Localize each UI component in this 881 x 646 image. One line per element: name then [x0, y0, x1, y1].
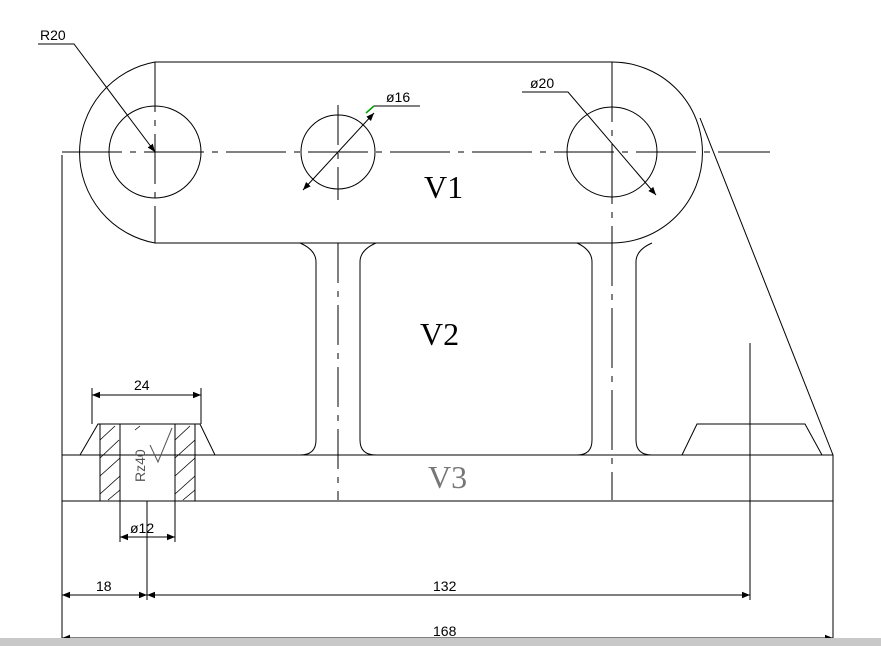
top-link-body: [79, 61, 703, 244]
roughness-symbol: [149, 427, 173, 464]
dim-overall-label: 168: [433, 623, 457, 639]
volume-v1-label: V1: [424, 169, 463, 205]
left-boss: [79, 423, 216, 501]
volume-v3-label: V3: [428, 459, 467, 495]
right-support-edge: [699, 117, 834, 456]
right-pad: [681, 423, 823, 456]
dim-boss-width-label: 24: [134, 377, 150, 393]
dim-bore-label: ø12: [130, 520, 154, 536]
dim-hole-large-label: ø20: [530, 75, 554, 91]
window-bottom-edge: [0, 638, 881, 646]
volume-v2-label: V2: [420, 316, 459, 352]
web-ribs: [299, 242, 653, 456]
base-plate: [61, 155, 834, 640]
leader-accent: [365, 105, 375, 114]
boss-hatching: [99, 425, 196, 501]
dim-radius-label: R20: [40, 27, 66, 43]
dim-left-offset-label: 18: [96, 578, 112, 594]
dim-span-label: 132: [433, 578, 457, 594]
dim-roughness-label: Rz40: [132, 449, 148, 482]
center-lines: [62, 62, 770, 500]
dim-hole-small-label: ø16: [386, 89, 410, 105]
